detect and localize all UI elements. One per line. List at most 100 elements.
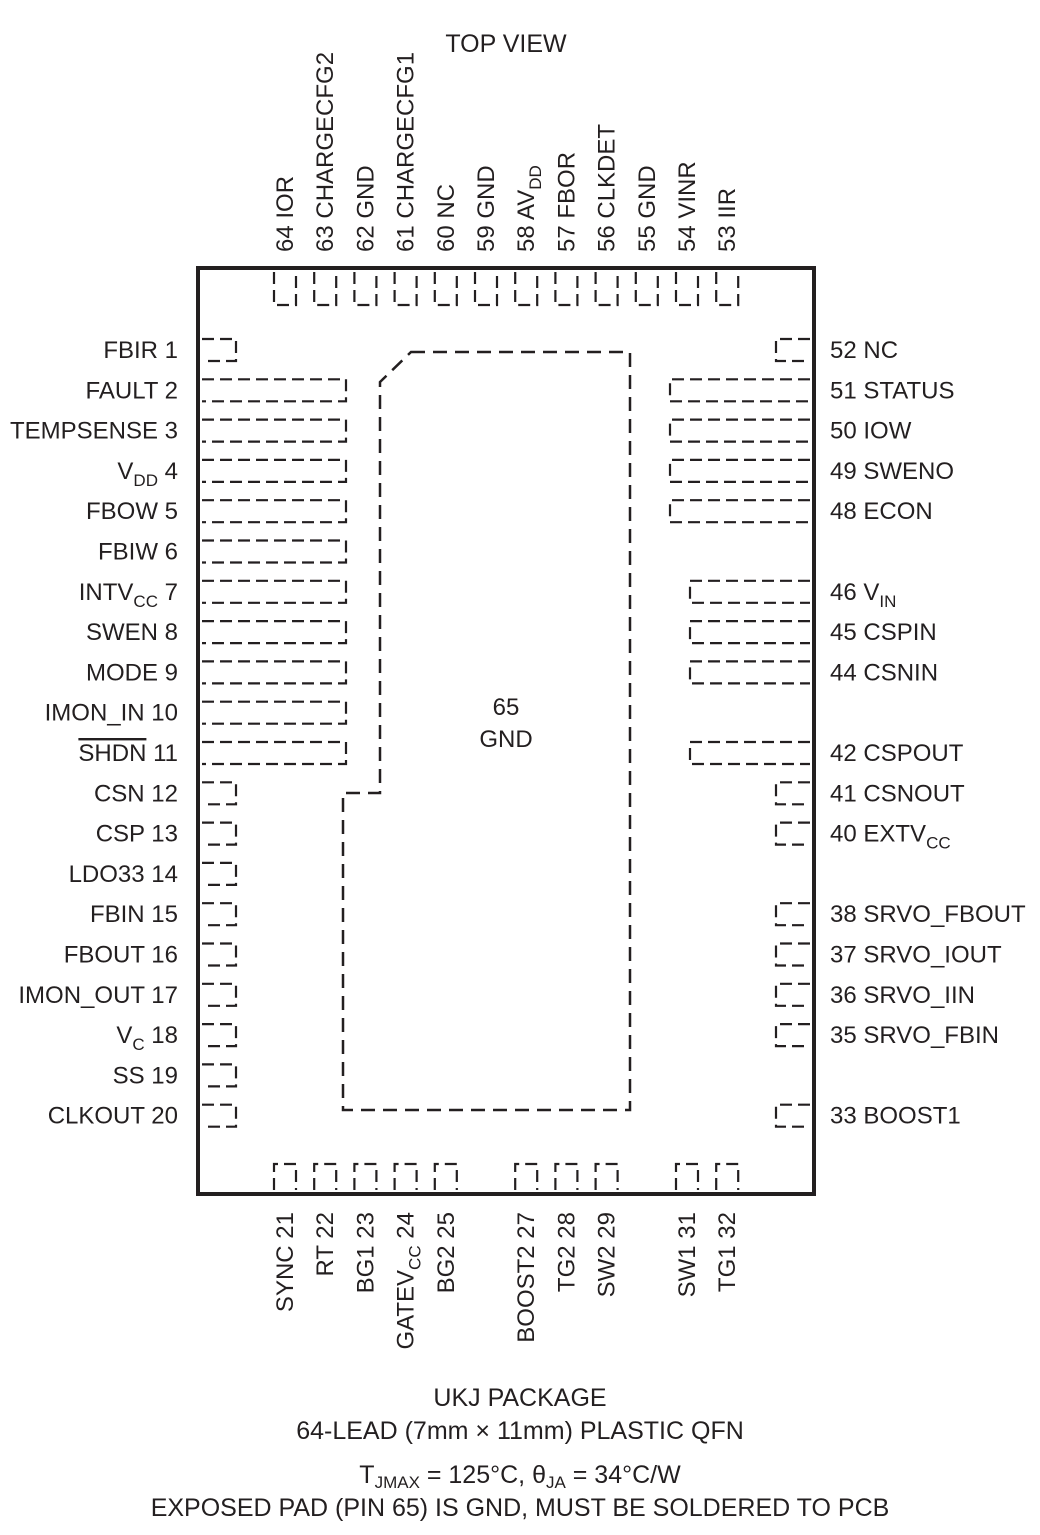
pin-33: 33 BOOST1	[774, 1103, 961, 1130]
pin-number: 37	[830, 942, 863, 969]
pin-label: 60 NC	[433, 184, 460, 252]
pin-name: FBIW	[98, 539, 158, 566]
pin-name: VINR	[674, 161, 701, 218]
pin-number: 61	[393, 219, 420, 252]
tj-value: = 125°C,	[419, 1461, 533, 1489]
pin-pad	[202, 861, 238, 886]
pin-name: CHARGECFG1	[393, 52, 420, 219]
pin-5: FBOW 5	[86, 498, 348, 525]
pin-label: 63 CHARGECFG2	[312, 52, 339, 252]
pin-name: CSNIN	[863, 659, 938, 686]
pin-label: GATEVCC 24	[393, 1212, 425, 1350]
pin-name: AV	[513, 190, 540, 220]
pin-1: FBIR 1	[103, 337, 238, 364]
pin-label: FBIN 15	[90, 901, 178, 928]
pin-number: 46	[830, 579, 863, 606]
pin-pad	[554, 272, 579, 307]
pin-19: SS 19	[113, 1062, 238, 1089]
pin-13: CSP 13	[96, 821, 238, 848]
pin-label: TEMPSENSE 3	[10, 418, 178, 445]
pin-22: RT 22	[312, 1162, 339, 1277]
pin-21: SYNC 21	[272, 1162, 299, 1312]
pin-pad	[715, 1162, 740, 1190]
pin-name: GND	[352, 165, 379, 218]
pin-label: 41 CSNOUT	[830, 780, 965, 807]
pin-29: SW2 29	[594, 1162, 621, 1297]
pin-pad	[715, 272, 740, 307]
pin-42: 42 CSPOUT	[688, 740, 964, 767]
pin-number: 19	[145, 1062, 178, 1089]
pin-name: SYNC	[272, 1245, 299, 1312]
top-view-title: TOP VIEW	[445, 30, 567, 58]
pin-number: 33	[830, 1103, 863, 1130]
pin-18: VC 18	[116, 1022, 238, 1054]
pin-number: 15	[145, 901, 178, 928]
pin-number: 32	[714, 1212, 741, 1245]
pin-name: SRVO_IIN	[863, 982, 975, 1009]
pin-pad	[393, 1162, 418, 1190]
pin-pad	[774, 942, 810, 967]
pin-number: 63	[312, 219, 339, 252]
pin-name: TG1	[714, 1245, 741, 1292]
pin-label: BG1 23	[352, 1212, 379, 1293]
exposed-pad-note: EXPOSED PAD (PIN 65) IS GND, MUST BE SOL…	[150, 1494, 890, 1522]
pin-label: 49 SWENO	[830, 458, 954, 485]
pin-pad	[774, 337, 810, 363]
pin-name: SRVO_IOUT	[863, 942, 1002, 969]
pin-pad	[202, 620, 348, 645]
pin-name: NC	[863, 337, 898, 364]
pin-label: FBOW 5	[86, 498, 178, 525]
pin-name: SW1	[674, 1245, 701, 1297]
pin-pad	[774, 1103, 810, 1128]
pin-name: IIR	[714, 188, 741, 219]
pin-name-subscript: CC	[926, 834, 951, 853]
package-name: UKJ PACKAGE	[433, 1384, 607, 1412]
pin-54: 54 VINR	[674, 161, 701, 307]
pin-32: TG1 32	[714, 1162, 741, 1292]
pin-56: 56 CLKDET	[594, 124, 621, 307]
pin-number: 1	[158, 337, 178, 364]
pin-number: 51	[830, 377, 863, 404]
pin-name: GATEV	[393, 1270, 420, 1350]
pin-number: 3	[158, 418, 178, 445]
pin-pad	[774, 902, 810, 927]
pin-label: 56 CLKDET	[594, 124, 621, 252]
pin-number: 21	[272, 1212, 299, 1245]
pin-number: 10	[145, 700, 178, 727]
pin-number: 40	[830, 821, 863, 848]
pin-3: TEMPSENSE 3	[10, 418, 348, 445]
pin-number: 50	[830, 418, 863, 445]
pin-name: FBOUT	[64, 942, 146, 969]
pin-label: TG2 28	[553, 1212, 580, 1292]
pin-pad	[774, 781, 810, 806]
pin-name: CHARGECFG2	[312, 52, 339, 219]
pin-name: SRVO_FBOUT	[863, 901, 1026, 928]
pin-name: SS	[113, 1062, 145, 1089]
pin-name: FBOR	[553, 152, 580, 219]
pin-name: FBIR	[103, 337, 158, 364]
pin-20: CLKOUT 20	[48, 1103, 238, 1130]
pin-pad	[668, 418, 810, 443]
pin-name: FBIN	[90, 901, 145, 928]
pin-label: 44 CSNIN	[830, 659, 938, 686]
pin-name: CLKDET	[594, 124, 621, 219]
pin-46: 46 VIN	[688, 579, 896, 611]
pin-45: 45 CSPIN	[688, 619, 937, 646]
pin-27: BOOST2 27	[513, 1162, 540, 1343]
pin-number: 28	[553, 1212, 580, 1245]
pin-name: CLKOUT	[48, 1103, 146, 1130]
pin-pad	[473, 272, 499, 307]
pin-name: TG2	[553, 1245, 580, 1292]
pin-label: 52 NC	[830, 337, 898, 364]
pin-name: MODE	[86, 659, 158, 686]
pin-number: 4	[158, 458, 178, 485]
pin-label: 53 IIR	[714, 188, 741, 252]
pin-label: 35 SRVO_FBIN	[830, 1022, 999, 1049]
pin-number: 7	[158, 579, 178, 606]
pin-label: FBIW 6	[98, 539, 178, 566]
pin-label: FBIR 1	[103, 337, 178, 364]
pin-number: 35	[830, 1022, 863, 1049]
pin-label: BOOST2 27	[513, 1212, 540, 1343]
pin-64: 64 IOR	[272, 176, 299, 307]
